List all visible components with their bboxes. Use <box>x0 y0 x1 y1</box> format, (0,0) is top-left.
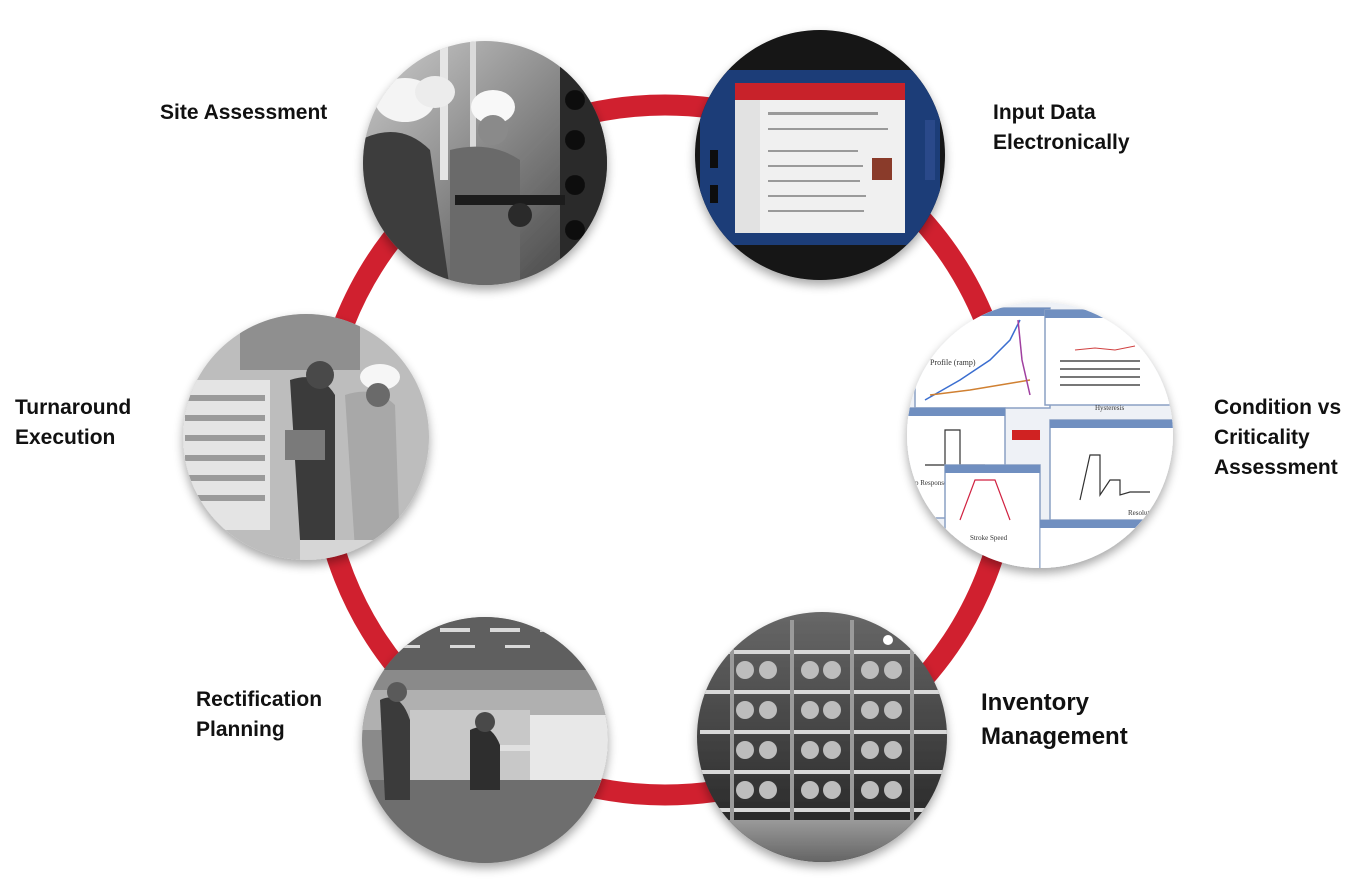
software-graphs-collage: Profile (ramp) Hysteresis Step Response <box>906 302 1173 568</box>
step-label-line: Inventory <box>981 689 1090 716</box>
step-label-line: Condition vs <box>1214 396 1342 419</box>
step-label-line: Assessment <box>1214 456 1338 479</box>
graph-title-stroke-speed: Stroke Speed <box>970 534 1008 542</box>
step-label-rectification-planning: Rectification Planning <box>196 685 322 745</box>
step-label-turnaround-execution: Turnaround Execution <box>15 393 131 453</box>
step-label-condition-criticality: Condition vs Criticality Assessment <box>1214 393 1341 483</box>
step-label-line: Planning <box>196 718 285 741</box>
step-label-line: Input Data <box>993 101 1096 124</box>
step-label-line: Execution <box>15 426 116 449</box>
step-label-line: Rectification <box>196 688 323 711</box>
step-label-line: Site Assessment <box>160 101 328 124</box>
step-label-line: Electronically <box>993 131 1130 154</box>
graph-title-resolution: Resolution <box>1128 509 1159 517</box>
warehouse-valve-racks-photo <box>697 612 947 862</box>
step-label-site-assessment: Site Assessment <box>160 98 327 128</box>
office-workstations-photo <box>362 617 608 863</box>
step-label-inventory-management: Inventory Management <box>981 686 1128 754</box>
step-label-line: Management <box>981 723 1128 750</box>
tablet-app-photo <box>695 30 945 280</box>
graph-title-step-response: Step Response <box>906 479 947 487</box>
site-assessment-photo <box>363 41 607 285</box>
graph-title-hysteresis: Hysteresis <box>1095 404 1124 412</box>
step-label-line: Criticality <box>1214 426 1310 449</box>
technicians-with-actuator-photo <box>183 314 429 560</box>
step-label-input-data: Input Data Electronically <box>993 98 1130 158</box>
step-label-line: Turnaround <box>15 396 132 419</box>
graph-title-profile: Profile (ramp) <box>930 358 976 367</box>
